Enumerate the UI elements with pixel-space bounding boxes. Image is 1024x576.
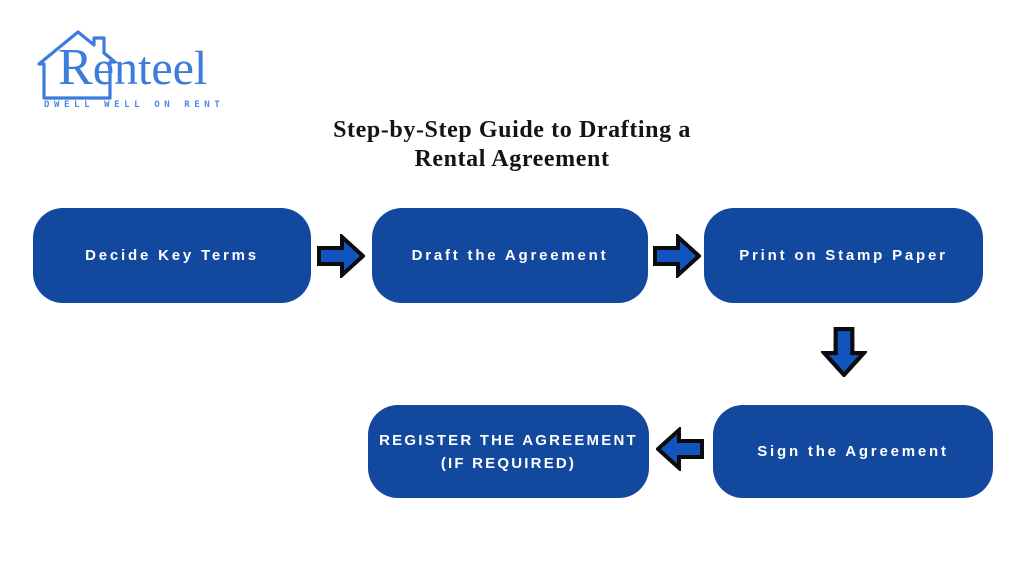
- logo: Renteel DWELL WELL ON RENT: [28, 24, 238, 118]
- step-box-sign-agreement: Sign the Agreement: [713, 405, 993, 498]
- step-label: Draft the Agreement: [411, 247, 609, 264]
- house-icon: [37, 30, 117, 100]
- register-line-1: REGISTER THE AGREEMENT: [379, 431, 638, 449]
- brand-text: Renteel: [58, 40, 207, 97]
- step-box-draft-agreement: Draft the Agreement: [372, 208, 648, 303]
- title-line-1: Step-by-Step Guide to Drafting a: [333, 117, 691, 143]
- step-label: Sign the Agreement: [757, 443, 949, 460]
- title-line-2: Rental Agreement: [414, 146, 610, 172]
- step-label: REGISTER THE AGREEMENT (IF REQUIRED): [379, 429, 638, 475]
- step-box-print-stamp-paper: Print on Stamp Paper: [704, 208, 983, 303]
- step-label: Decide Key Terms: [85, 247, 259, 264]
- arrow-right-icon: [653, 234, 701, 278]
- arrow-down-icon: [821, 327, 867, 377]
- step-box-decide-key-terms: Decide Key Terms: [33, 208, 311, 303]
- arrow-right-icon: [317, 234, 365, 278]
- brand-initial: R: [58, 39, 93, 96]
- step-label: Print on Stamp Paper: [739, 247, 948, 264]
- brand-rest: enteel: [92, 42, 208, 95]
- logo-tagline: DWELL WELL ON RENT: [44, 100, 225, 110]
- page-title: Step-by-Step Guide to Drafting a Rental …: [212, 116, 812, 174]
- register-line-2: (IF REQUIRED): [440, 454, 577, 472]
- arrow-left-icon: [656, 427, 704, 471]
- step-box-register-agreement: REGISTER THE AGREEMENT (IF REQUIRED): [368, 405, 649, 498]
